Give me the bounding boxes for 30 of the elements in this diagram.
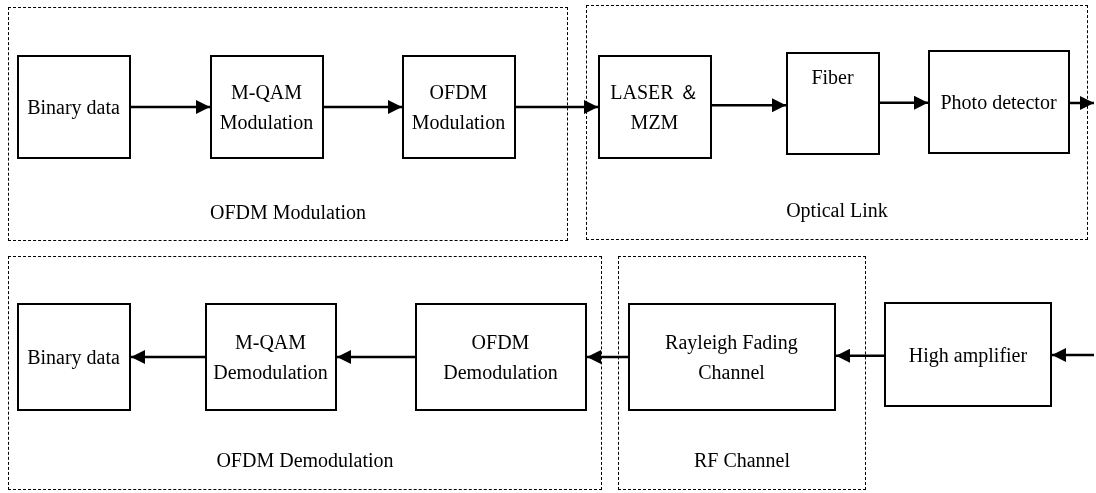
arrow xyxy=(516,100,598,114)
process-box: OFDM Demodulation xyxy=(414,302,587,411)
arrow xyxy=(587,350,628,364)
arrow xyxy=(712,98,786,113)
arrow xyxy=(1070,96,1094,110)
process-box: Rayleigh Fading Channel xyxy=(627,302,836,411)
group-label: OFDM Demodulation xyxy=(215,449,395,472)
dashed-group-box xyxy=(8,256,602,490)
arrow xyxy=(131,350,205,364)
arrow xyxy=(1052,348,1094,362)
arrow xyxy=(836,348,884,363)
group-label: OFDM Modulation xyxy=(208,201,368,224)
process-box: Binary data xyxy=(16,302,131,411)
arrow xyxy=(880,95,928,110)
group-label: Optical Link xyxy=(785,199,889,222)
process-box: M-QAM Modulation xyxy=(209,54,324,159)
process-box: High amplifier xyxy=(884,302,1052,407)
process-box: Binary data xyxy=(16,54,131,159)
process-box: Fiber xyxy=(785,51,880,155)
process-box: LASER ＆MZM xyxy=(597,54,712,159)
process-box: OFDM Modulation xyxy=(401,54,516,159)
arrow xyxy=(131,100,210,114)
arrow xyxy=(324,100,402,114)
process-box: Photo detector xyxy=(927,49,1070,154)
group-label: RF Channel xyxy=(692,449,792,472)
dashed-group-box xyxy=(586,5,1088,240)
dashed-group-box xyxy=(8,7,568,241)
arrow xyxy=(337,350,415,364)
dashed-group-box xyxy=(618,256,866,490)
process-box: M-QAM Demodulation xyxy=(204,302,337,411)
